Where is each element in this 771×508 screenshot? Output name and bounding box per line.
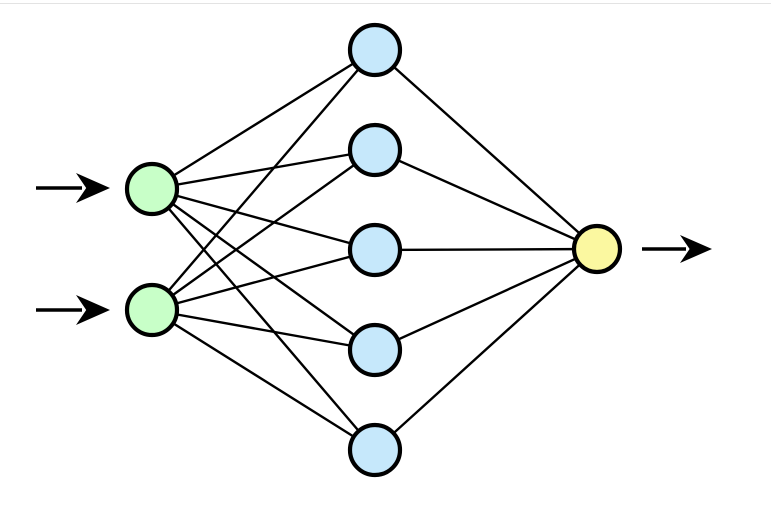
node-hidden-2[interactable] bbox=[347, 122, 403, 178]
nodes-group bbox=[124, 22, 623, 478]
output-layer bbox=[571, 223, 623, 275]
input-arrow-1-head-icon bbox=[76, 173, 110, 203]
node-input-1[interactable] bbox=[124, 161, 180, 217]
edge-input-1-to-hidden-3 bbox=[150, 187, 377, 252]
edge-hidden-4-to-output-1 bbox=[373, 247, 599, 352]
edge-input-2-to-hidden-4 bbox=[150, 308, 377, 352]
input-arrow-2-head-icon bbox=[76, 295, 110, 325]
edge-input-1-to-hidden-5 bbox=[150, 187, 377, 452]
input-layer bbox=[124, 161, 180, 338]
hidden-layer bbox=[347, 22, 403, 478]
output-arrow-1-head-icon bbox=[680, 235, 712, 263]
node-input-2[interactable] bbox=[124, 282, 180, 338]
node-hidden-4[interactable] bbox=[347, 322, 403, 378]
edge-input-1-to-hidden-2 bbox=[150, 148, 377, 191]
edge-input-1-to-hidden-1 bbox=[150, 48, 377, 191]
edge-hidden-5-to-output-1 bbox=[373, 247, 599, 452]
edge-input-2-to-hidden-5 bbox=[150, 308, 377, 452]
edge-hidden-1-to-output-1 bbox=[373, 48, 599, 251]
node-output-1[interactable] bbox=[571, 223, 623, 275]
edge-hidden-3-to-output-1 bbox=[373, 247, 599, 252]
node-hidden-1[interactable] bbox=[347, 22, 403, 78]
edge-input-2-to-hidden-3 bbox=[150, 248, 377, 312]
top-divider-rule bbox=[0, 3, 771, 4]
edge-input-2-to-hidden-1 bbox=[150, 48, 377, 312]
input-arrow-2 bbox=[36, 295, 110, 325]
node-hidden-5[interactable] bbox=[347, 422, 403, 478]
edges-group bbox=[150, 48, 599, 452]
input-arrow-1 bbox=[36, 173, 110, 203]
arrows-group bbox=[36, 173, 712, 325]
node-hidden-3[interactable] bbox=[347, 222, 403, 278]
edge-input-2-to-hidden-2 bbox=[150, 148, 377, 312]
edge-input-1-to-hidden-4 bbox=[150, 187, 377, 352]
edge-hidden-2-to-output-1 bbox=[373, 148, 599, 251]
output-arrow-1 bbox=[642, 235, 712, 263]
